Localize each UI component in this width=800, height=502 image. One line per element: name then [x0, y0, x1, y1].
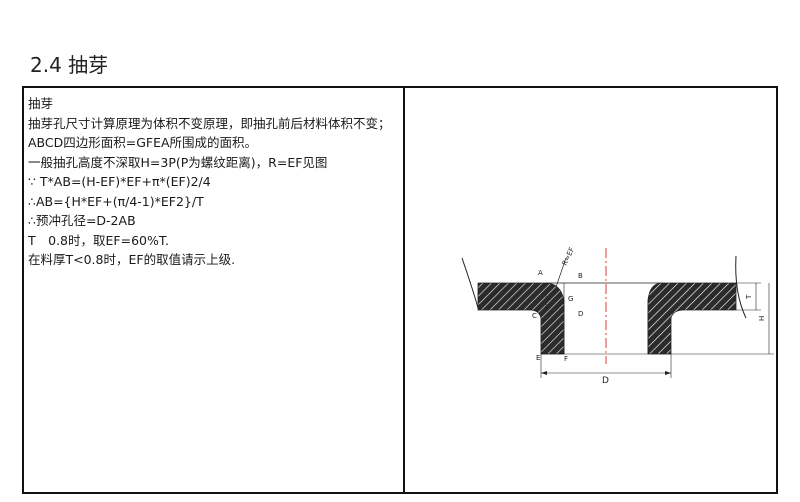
column-divider: [403, 88, 405, 492]
extrusion-diagram: A B C D E F G R=EF T H D: [406, 88, 778, 492]
section-title: 2.4 抽芽: [30, 53, 109, 77]
left-section: [477, 282, 565, 355]
label-f: F: [564, 355, 568, 363]
text-line-therefore: ∴AB={H*EF+(π/4-1)*EF2}/T: [28, 193, 204, 209]
label-h: H: [758, 316, 766, 321]
label-d: D: [578, 310, 583, 318]
content-table: 抽芽 抽芽孔尺寸计算原理为体积不变原理，即抽孔前后材料体积不变；ABCD四边形面…: [22, 86, 778, 494]
text-line-thin-sheet: 在料厚T<0.8时，EF的取值请示上级.: [28, 252, 236, 267]
text-column: 抽芽 抽芽孔尺寸计算原理为体积不变原理，即抽孔前后材料体积不变；ABCD四边形面…: [28, 94, 396, 270]
sheet-edge-right: [735, 255, 747, 319]
text-line-because: ∵ T*AB=(H-EF)*EF+π*(EF)2/4: [28, 174, 211, 189]
sheet-edge-left: [461, 257, 479, 309]
text-line-prehole: ∴预冲孔径=D-2AB: [28, 213, 136, 228]
text-line-height: 一般抽孔高度不深取H=3P(P为螺纹距离)，R=EF见图: [28, 154, 328, 170]
label-g: G: [568, 295, 573, 303]
label-dim-d: D: [602, 376, 609, 386]
text-heading: 抽芽: [28, 96, 54, 111]
right-section: [647, 282, 737, 355]
label-e: E: [536, 354, 540, 362]
label-t: T: [745, 294, 753, 300]
label-r: R=EF: [561, 246, 577, 267]
text-line-ef-rule: T 0.8时，取EF=60%T.: [28, 232, 169, 248]
label-b: B: [578, 272, 583, 280]
label-a: A: [538, 269, 543, 277]
extrusion-diagram-svg: A B C D E F G R=EF T H D: [461, 246, 774, 386]
text-line-principle: 抽芽孔尺寸计算原理为体积不变原理，即抽孔前后材料体积不变；ABCD四边形面积=G…: [28, 115, 391, 151]
label-c: C: [532, 312, 537, 320]
